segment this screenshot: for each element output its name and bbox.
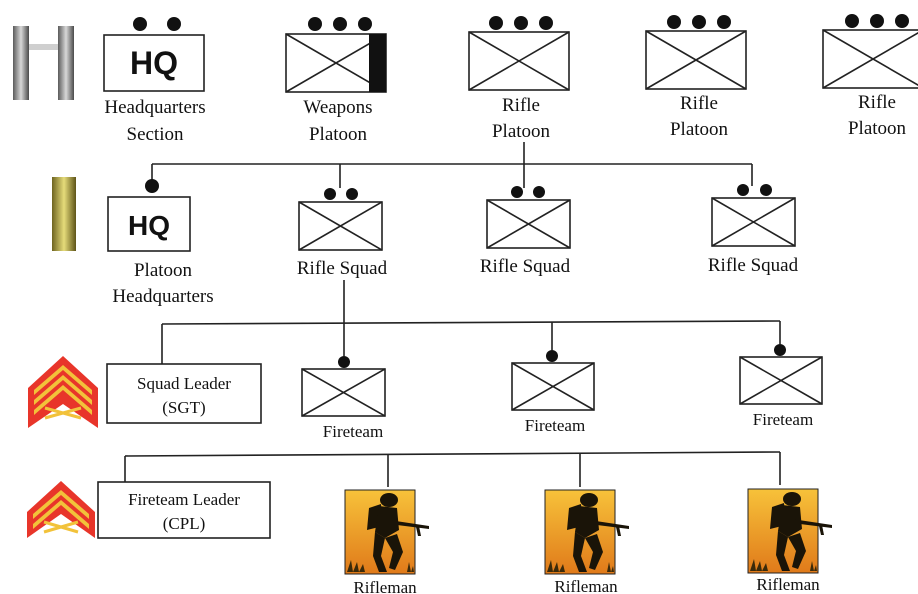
rifleman-1-label: Rifleman (353, 578, 417, 594)
fireteam-2-unit: Fireteam (512, 350, 594, 435)
unit-size-dot (774, 344, 786, 356)
rifle-platoon-2-label-2: Platoon (670, 119, 729, 140)
platoon-hq-label-1: Platoon (134, 260, 193, 281)
weapons-platoon-unit: Weapons Platoon (286, 17, 386, 145)
unit-size-dot (546, 350, 558, 362)
platoon-connector (152, 142, 752, 188)
unit-size-dot (489, 16, 503, 30)
unit-size-dot (338, 356, 350, 368)
fireteam-2-label: Fireteam (525, 416, 585, 435)
fireteam-1-unit: Fireteam (302, 356, 385, 441)
fireteam-1-label: Fireteam (323, 422, 383, 441)
fireteam-leader-box: Fireteam Leader (CPL) (98, 482, 270, 538)
rifle-platoon-2-unit: Rifle Platoon (646, 15, 746, 140)
unit-size-dot (737, 184, 749, 196)
weapons-bar (369, 34, 386, 92)
rifle-squad-2-unit: Rifle Squad (480, 186, 571, 277)
rifleman-2-label: Rifleman (554, 577, 618, 594)
rifle-squad-3-unit: Rifle Squad (708, 184, 799, 276)
unit-size-dot (717, 15, 731, 29)
rifle-platoon-3-label-2: Platoon (848, 118, 907, 139)
rifleman-1-unit: Rifleman (345, 490, 429, 594)
unit-size-dot (333, 17, 347, 31)
unit-size-dot (870, 14, 884, 28)
rifleman-silhouette-icon (748, 489, 832, 573)
fireteam-3-unit: Fireteam (740, 344, 822, 429)
lieutenant-bar-icon (52, 177, 76, 251)
weapons-label-1: Weapons (303, 97, 372, 118)
hq-section-label-2: Section (127, 124, 184, 145)
rifle-platoon-1-unit: Rifle Platoon (469, 16, 569, 142)
unit-size-dot (895, 14, 909, 28)
rifle-platoon-2-label-1: Rifle (680, 93, 718, 114)
squad-leader-label-1: Squad Leader (137, 374, 231, 393)
unit-size-dot (539, 16, 553, 30)
rifle-squad-1-unit: Rifle Squad (297, 188, 388, 279)
corporal-chevron-icon (27, 481, 95, 538)
unit-size-dot (346, 188, 358, 200)
unit-size-dot (511, 186, 523, 198)
unit-size-dot (533, 186, 545, 198)
unit-size-dot (667, 15, 681, 29)
unit-size-dot (358, 17, 372, 31)
rifle-squad-3-label: Rifle Squad (708, 255, 799, 276)
rifleman-3-unit: Rifleman (748, 489, 832, 594)
rifleman-silhouette-icon (545, 490, 629, 574)
squad-leader-box: Squad Leader (SGT) (107, 364, 261, 423)
unit-size-dot (167, 17, 181, 31)
captain-bars-icon (13, 26, 74, 100)
company-hq-unit: HQ Headquarters Section (104, 17, 206, 145)
squad-leader-label-2: (SGT) (162, 398, 205, 417)
rifleman-silhouette-icon (345, 490, 429, 574)
rifle-squad-1-label: Rifle Squad (297, 258, 388, 279)
fireteam-3-label: Fireteam (753, 410, 813, 429)
platoon-hq-unit: HQ Platoon Headquarters (108, 179, 214, 307)
unit-size-dot (514, 16, 528, 30)
rifleman-3-label: Rifleman (756, 575, 820, 594)
fireteam-leader-label-1: Fireteam Leader (128, 490, 240, 509)
unit-size-dot (760, 184, 772, 196)
unit-size-dot (133, 17, 147, 31)
unit-size-dot (845, 14, 859, 28)
rifleman-2-unit: Rifleman (545, 490, 629, 594)
hq-box-text: HQ (128, 210, 170, 241)
rifle-squad-2-label: Rifle Squad (480, 256, 571, 277)
fireteam-leader-label-2: (CPL) (163, 514, 206, 533)
rifle-platoon-3-label-1: Rifle (858, 92, 896, 113)
squad-connector (162, 280, 780, 364)
rifle-platoon-1-label-2: Platoon (492, 121, 551, 142)
unit-size-dot (145, 179, 159, 193)
hq-section-label-1: Headquarters (104, 97, 205, 118)
unit-size-dot (692, 15, 706, 29)
hq-box-text: HQ (130, 45, 178, 81)
unit-size-dot (308, 17, 322, 31)
unit-size-dot (324, 188, 336, 200)
weapons-label-2: Platoon (309, 124, 368, 145)
rifle-platoon-1-label-1: Rifle (502, 95, 540, 116)
rifle-platoon-3-unit: Rifle Platoon (823, 14, 918, 139)
platoon-hq-label-2: Headquarters (112, 286, 213, 307)
sergeant-chevron-icon (28, 356, 98, 428)
